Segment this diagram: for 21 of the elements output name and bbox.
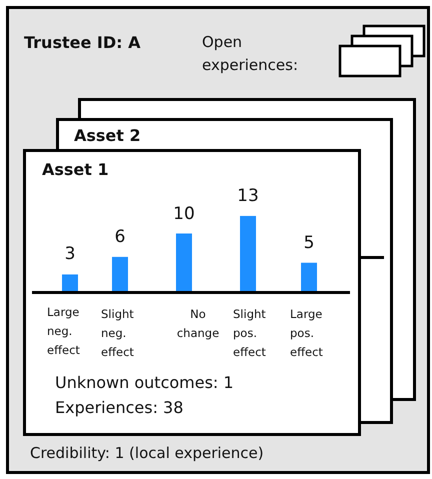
experiences-count-text: Experiences: 38 bbox=[55, 398, 184, 417]
value-label: 5 bbox=[302, 232, 316, 253]
unknown-outcomes-text: Unknown outcomes: 1 bbox=[55, 373, 234, 392]
open-experiences-label: Open experiences: bbox=[202, 32, 300, 76]
asset-card bbox=[23, 149, 361, 436]
asset-card bbox=[56, 118, 393, 149]
asset-heading: Asset 2 bbox=[74, 126, 141, 145]
trustee-heading: Trustee ID: A bbox=[24, 33, 140, 52]
value-label: 3 bbox=[64, 244, 76, 264]
value-label: 6 bbox=[114, 226, 126, 247]
trustee-panel bbox=[6, 6, 430, 474]
category-label: No change bbox=[176, 306, 220, 342]
asset-heading: Asset 1 bbox=[42, 160, 109, 179]
category-label: Large pos. effect bbox=[290, 306, 324, 361]
category-label: Slight neg. effect bbox=[101, 306, 135, 361]
value-label: 13 bbox=[236, 186, 260, 206]
category-label: Slight pos. effect bbox=[233, 306, 267, 361]
credibility-text: Credibility: 1 (local experience) bbox=[30, 444, 264, 462]
card-shape bbox=[78, 98, 416, 118]
category-label: Large neg. effect bbox=[47, 304, 81, 359]
value-label: 10 bbox=[172, 204, 196, 224]
